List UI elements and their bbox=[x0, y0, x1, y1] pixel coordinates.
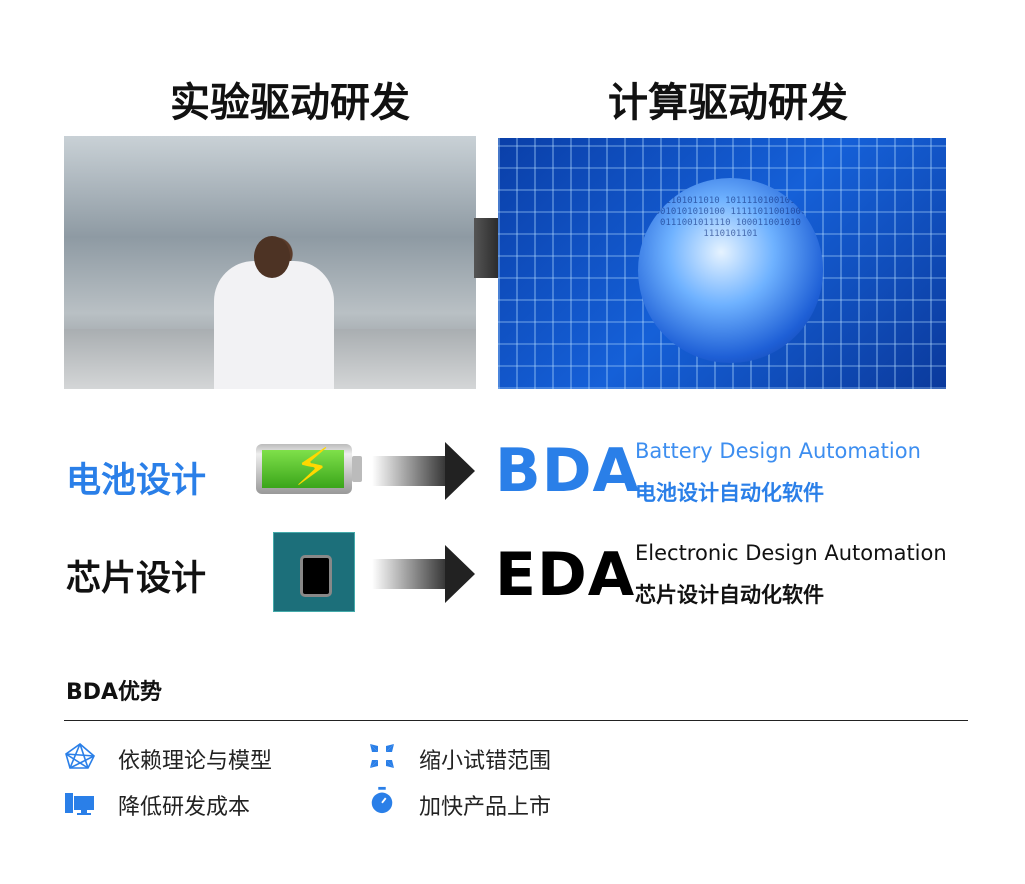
chip-icon bbox=[273, 532, 355, 612]
battery-charge bbox=[262, 450, 344, 488]
battery-design-label: 电池设计 bbox=[66, 461, 207, 501]
chip-die bbox=[300, 555, 332, 597]
lab-photo bbox=[64, 136, 476, 389]
advantage-item: 缩小试错范围 bbox=[419, 749, 552, 774]
circuit-sphere-image: 01101011010 10111101001011 0010101010100… bbox=[498, 138, 946, 389]
divider bbox=[64, 720, 968, 721]
binary-sphere: 01101011010 10111101001011 0010101010100… bbox=[638, 178, 823, 363]
lab-coat bbox=[214, 261, 334, 389]
battery-icon: ⚡ bbox=[256, 438, 362, 498]
eda-abbr: EDA bbox=[495, 540, 636, 610]
lightning-icon: ⚡ bbox=[294, 438, 331, 498]
title-experiment-driven: 实验驱动研发 bbox=[170, 80, 410, 126]
bda-abbr: BDA bbox=[495, 436, 640, 506]
advantage-item: 依赖理论与模型 bbox=[118, 749, 273, 774]
bda-chinese: 电池设计自动化软件 bbox=[635, 481, 824, 505]
advantage-item: 降低研发成本 bbox=[118, 795, 251, 820]
eda-chinese: 芯片设计自动化软件 bbox=[635, 583, 824, 607]
advantage-item: 加快产品上市 bbox=[419, 795, 552, 820]
eda-english: Electronic Design Automation bbox=[635, 541, 947, 565]
computer-icon bbox=[65, 793, 94, 815]
advantages-title: BDA优势 bbox=[66, 680, 163, 705]
stopwatch-icon bbox=[371, 786, 393, 814]
researcher-head bbox=[254, 236, 290, 278]
bda-english: Battery Design Automation bbox=[635, 439, 921, 463]
compress-icon bbox=[370, 744, 394, 768]
network-icon bbox=[65, 742, 95, 769]
battery-terminal bbox=[352, 456, 362, 482]
chip-design-label: 芯片设计 bbox=[66, 559, 207, 599]
title-computation-driven: 计算驱动研发 bbox=[608, 80, 848, 126]
